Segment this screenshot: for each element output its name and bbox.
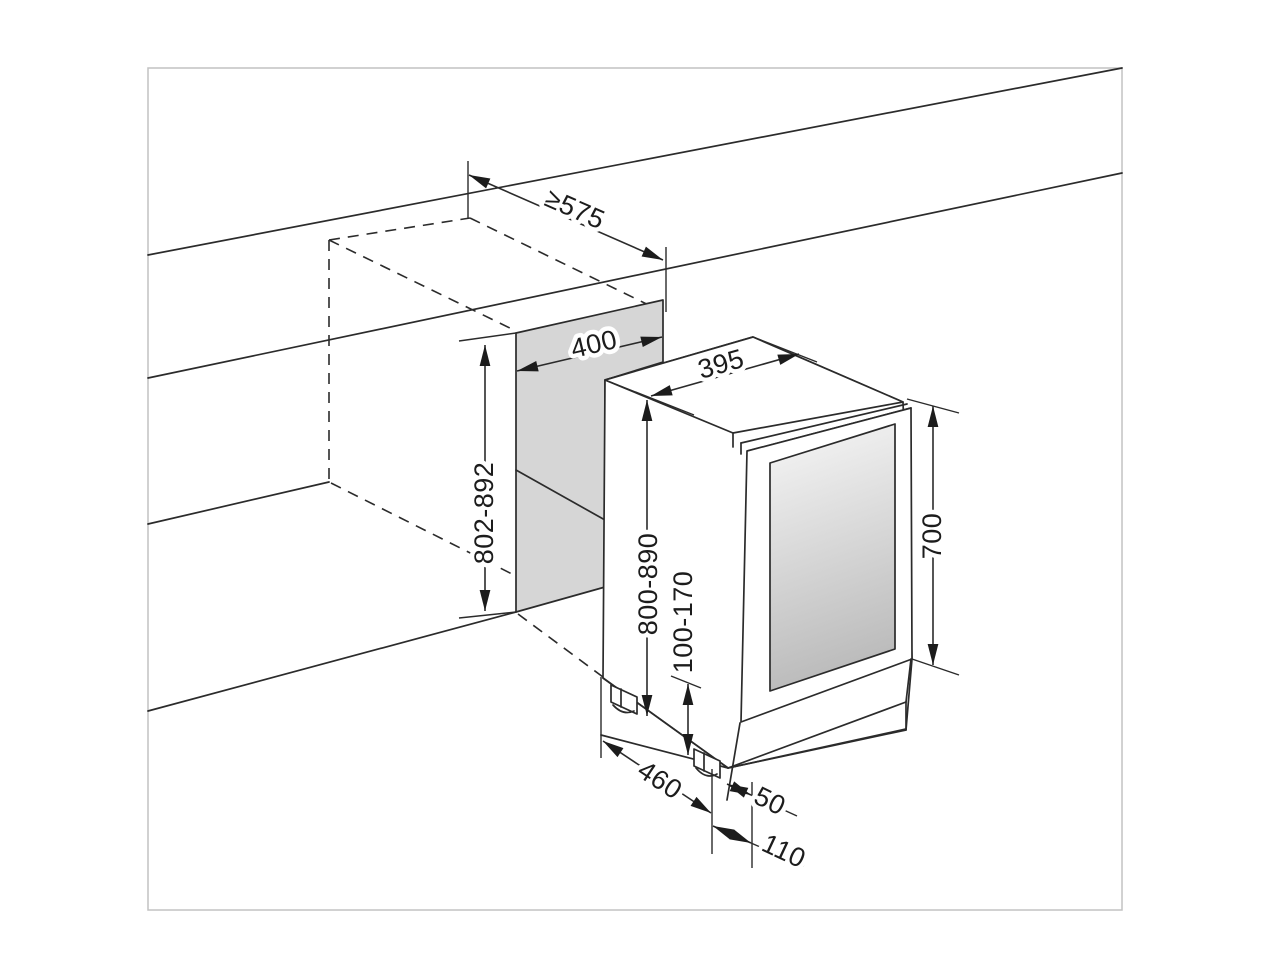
label-niche-height: 802-892 bbox=[469, 462, 499, 565]
label-plinth-height: 100-170 bbox=[668, 571, 698, 674]
dim-offset-small bbox=[726, 781, 752, 798]
dim-foot-distance bbox=[602, 740, 712, 814]
dim-counter-depth bbox=[467, 161, 667, 312]
counter-lines bbox=[147, 67, 1123, 712]
dim-bottom-group bbox=[600, 677, 805, 868]
dim-door-height bbox=[906, 398, 960, 676]
label-appliance-height: 800-890 bbox=[633, 533, 663, 636]
dim-niche-width bbox=[516, 336, 663, 372]
dim-offset-large bbox=[712, 825, 752, 844]
appliance bbox=[600, 336, 913, 801]
dim-appliance-width bbox=[604, 336, 818, 416]
niche-hidden-edges bbox=[328, 217, 664, 678]
door-glass bbox=[769, 423, 896, 692]
label-door-height: 700 bbox=[917, 513, 947, 560]
